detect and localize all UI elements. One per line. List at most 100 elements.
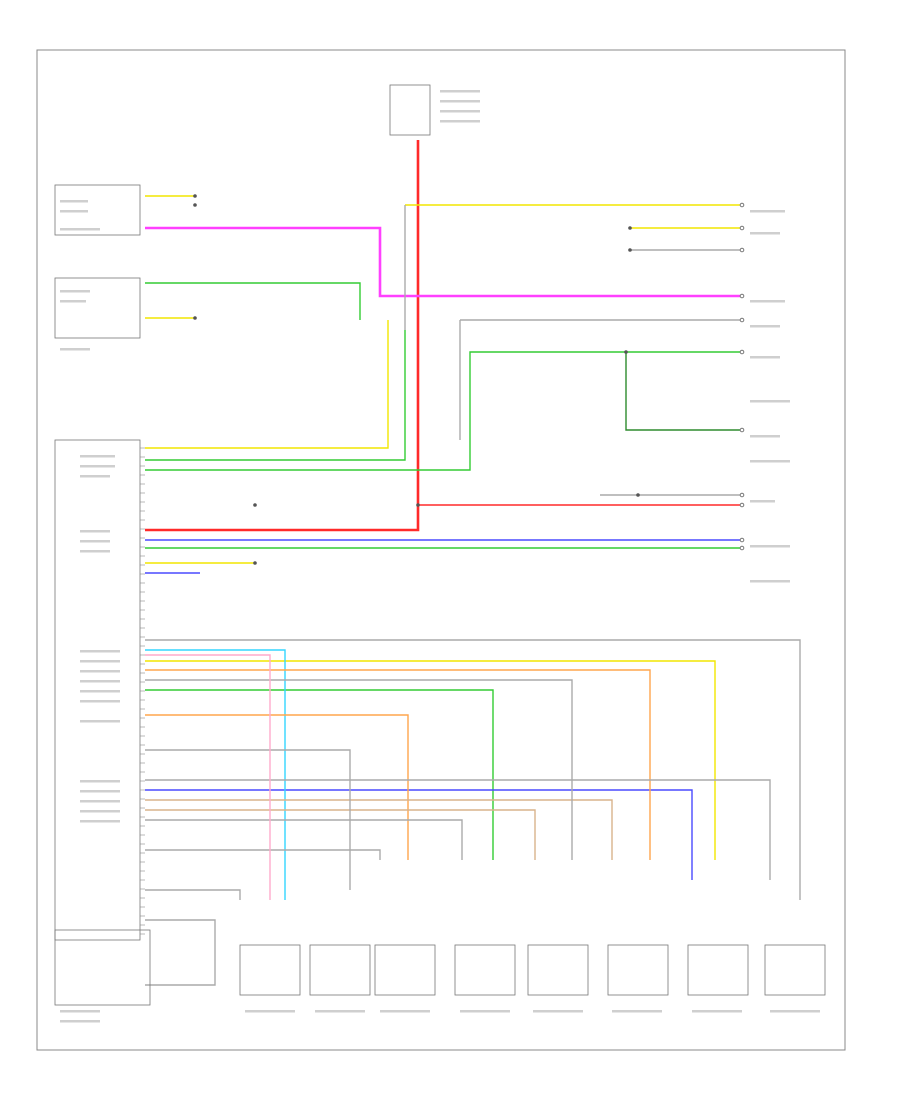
- illegible-label: [80, 680, 120, 683]
- sensor-box-3: [374, 944, 436, 996]
- illegible-label: [60, 1020, 100, 1023]
- illegible-label: [80, 790, 120, 793]
- sensor-box-6: [607, 944, 669, 996]
- illegible-label: [80, 690, 120, 693]
- terminal: [739, 293, 745, 299]
- illegible-label: [380, 1010, 430, 1013]
- illegible-label: [60, 348, 90, 351]
- main-connector-pins: [140, 447, 145, 935]
- wire-yellow-c: [145, 320, 389, 449]
- wire-magenta-bus: [145, 226, 740, 298]
- illegible-label-placeholders: [60, 90, 820, 1023]
- sensor-box-2: [309, 944, 371, 996]
- splice-dot: [416, 503, 420, 507]
- terminal: [739, 317, 745, 323]
- terminal: [739, 492, 745, 498]
- wire-layer: [145, 140, 801, 986]
- splice-dot: [628, 248, 632, 252]
- wire-dkgreen: [625, 352, 740, 431]
- wire-grey-a: [145, 639, 801, 900]
- illegible-label: [440, 120, 480, 123]
- splice-points: [193, 194, 640, 565]
- terminal: [739, 247, 745, 253]
- wire-red-feed: [145, 140, 420, 532]
- terminal: [739, 225, 745, 231]
- illegible-label: [80, 720, 120, 723]
- splice-dot: [253, 503, 257, 507]
- wire-grey-c: [145, 779, 771, 880]
- illegible-label: [750, 500, 775, 503]
- wire-grey-b: [145, 679, 573, 860]
- illegible-label: [750, 435, 780, 438]
- terminal: [739, 502, 745, 508]
- illegible-label: [750, 210, 785, 213]
- illegible-label: [750, 545, 790, 548]
- sensor-box-4: [454, 944, 516, 996]
- illegible-label: [60, 1010, 100, 1013]
- illegible-label: [612, 1010, 662, 1013]
- illegible-label: [80, 780, 120, 783]
- wire-grey-d: [145, 749, 351, 890]
- terminal: [739, 427, 745, 433]
- wire-green-c: [145, 330, 406, 461]
- wire-green-bus: [145, 689, 494, 860]
- illegible-label: [60, 228, 100, 231]
- sensor-box-7: [687, 944, 749, 996]
- splice-dot: [636, 493, 640, 497]
- illegible-label: [80, 475, 110, 478]
- illegible-label: [770, 1010, 820, 1013]
- wire-grey-g: [145, 889, 241, 900]
- illegible-label: [750, 300, 785, 303]
- illegible-label: [80, 540, 110, 543]
- illegible-label: [80, 530, 110, 533]
- splice-dot: [628, 226, 632, 230]
- terminal: [739, 202, 745, 208]
- illegible-label: [80, 700, 120, 703]
- illegible-label: [80, 820, 120, 823]
- wire-yellow-bus: [145, 660, 716, 860]
- illegible-label: [533, 1010, 583, 1013]
- illegible-label: [60, 300, 86, 303]
- illegible-label: [750, 325, 780, 328]
- illegible-label: [440, 110, 480, 113]
- wire-grey-f: [145, 849, 381, 860]
- wire-green-a: [145, 351, 740, 471]
- illegible-label: [60, 210, 88, 213]
- wire-green-d: [145, 282, 361, 320]
- sensor-box-1: [239, 944, 301, 996]
- illegible-label: [750, 580, 790, 583]
- illegible-label: [80, 550, 110, 553]
- illegible-label: [440, 90, 480, 93]
- wire-orange-a: [145, 669, 651, 860]
- illegible-label: [60, 290, 90, 293]
- wire-pink: [145, 654, 271, 900]
- left-module-box: [54, 184, 141, 236]
- illegible-label: [80, 660, 120, 663]
- illegible-label: [750, 400, 790, 403]
- splice-dot: [193, 194, 197, 198]
- right-terminals: [739, 202, 745, 551]
- sensor-box-8: [764, 944, 826, 996]
- splice-dot: [624, 350, 628, 354]
- illegible-label: [750, 232, 780, 235]
- splice-dot: [193, 203, 197, 207]
- left-sensor-box: [54, 277, 141, 339]
- illegible-label: [60, 200, 88, 203]
- illegible-label: [80, 465, 115, 468]
- illegible-label: [80, 670, 120, 673]
- sensor-box-5: [527, 944, 589, 996]
- illegible-label: [245, 1010, 295, 1013]
- wire-blue-c: [145, 789, 693, 880]
- wire-light-blue: [145, 649, 286, 900]
- bottom-left-box: [54, 929, 151, 1006]
- illegible-label: [440, 100, 480, 103]
- main-connector-box: [54, 439, 141, 941]
- illegible-label: [80, 650, 120, 653]
- illegible-label: [80, 800, 120, 803]
- illegible-label: [460, 1010, 510, 1013]
- wire-grey-e: [145, 819, 463, 860]
- components: [54, 84, 826, 1006]
- wire-grey-m: [145, 919, 216, 986]
- wire-orange-b: [145, 714, 409, 860]
